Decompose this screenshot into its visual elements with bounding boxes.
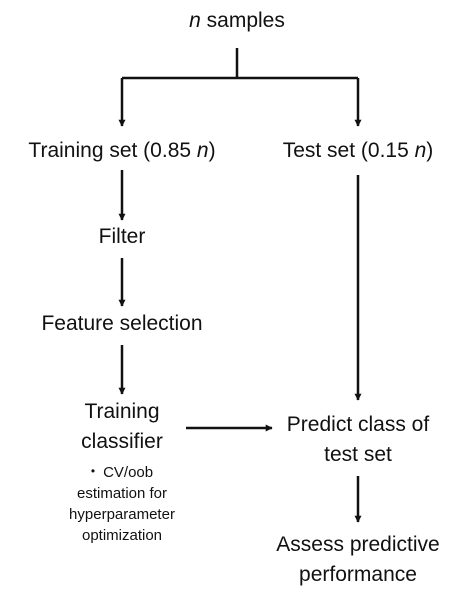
node-training-set: Training set (0.85 n): [28, 136, 215, 166]
node-n-samples-var: n: [189, 9, 201, 32]
bullet-icon: •: [90, 464, 96, 478]
node-test-set-var: n: [414, 139, 427, 162]
node-predict-class-line1: Predict class of: [286, 413, 430, 436]
node-n-samples: n samples: [189, 6, 285, 36]
node-assess-performance-line1: Assess predictive: [276, 533, 440, 556]
node-training-classifier-line2: classifier: [81, 430, 163, 453]
classifier-note-line3: hyperparameter: [69, 506, 175, 523]
node-assess-performance: Assess predictive performance: [276, 530, 439, 590]
node-filter: Filter: [99, 222, 146, 252]
node-training-set-close: ): [208, 139, 216, 162]
node-test-set-text: Test set (0.15: [282, 139, 415, 162]
node-training-classifier-line1: Training: [84, 400, 160, 423]
node-training-set-text: Training set (0.85: [28, 139, 197, 162]
node-assess-performance-line2: performance: [299, 563, 417, 586]
node-n-samples-text: samples: [200, 9, 285, 32]
node-feature-selection-text: Feature selection: [41, 312, 203, 335]
node-predict-class: Predict class of test set: [287, 410, 429, 470]
node-test-set-close: ): [426, 139, 434, 162]
classifier-note: • CV/oob estimation for hyperparameter op…: [69, 461, 175, 546]
node-test-set: Test set (0.15 n): [283, 136, 434, 166]
node-predict-class-line2: test set: [324, 443, 392, 466]
classifier-note-line4: optimization: [81, 527, 163, 544]
node-training-set-var: n: [196, 139, 209, 162]
node-feature-selection: Feature selection: [41, 309, 202, 339]
classifier-note-line2: estimation for: [76, 485, 168, 502]
node-training-classifier: Training classifier: [81, 397, 163, 457]
classifier-note-line1-text: CV/oob: [103, 464, 154, 481]
classifier-note-line1: • CV/oob: [69, 461, 175, 483]
node-filter-text: Filter: [98, 225, 146, 248]
